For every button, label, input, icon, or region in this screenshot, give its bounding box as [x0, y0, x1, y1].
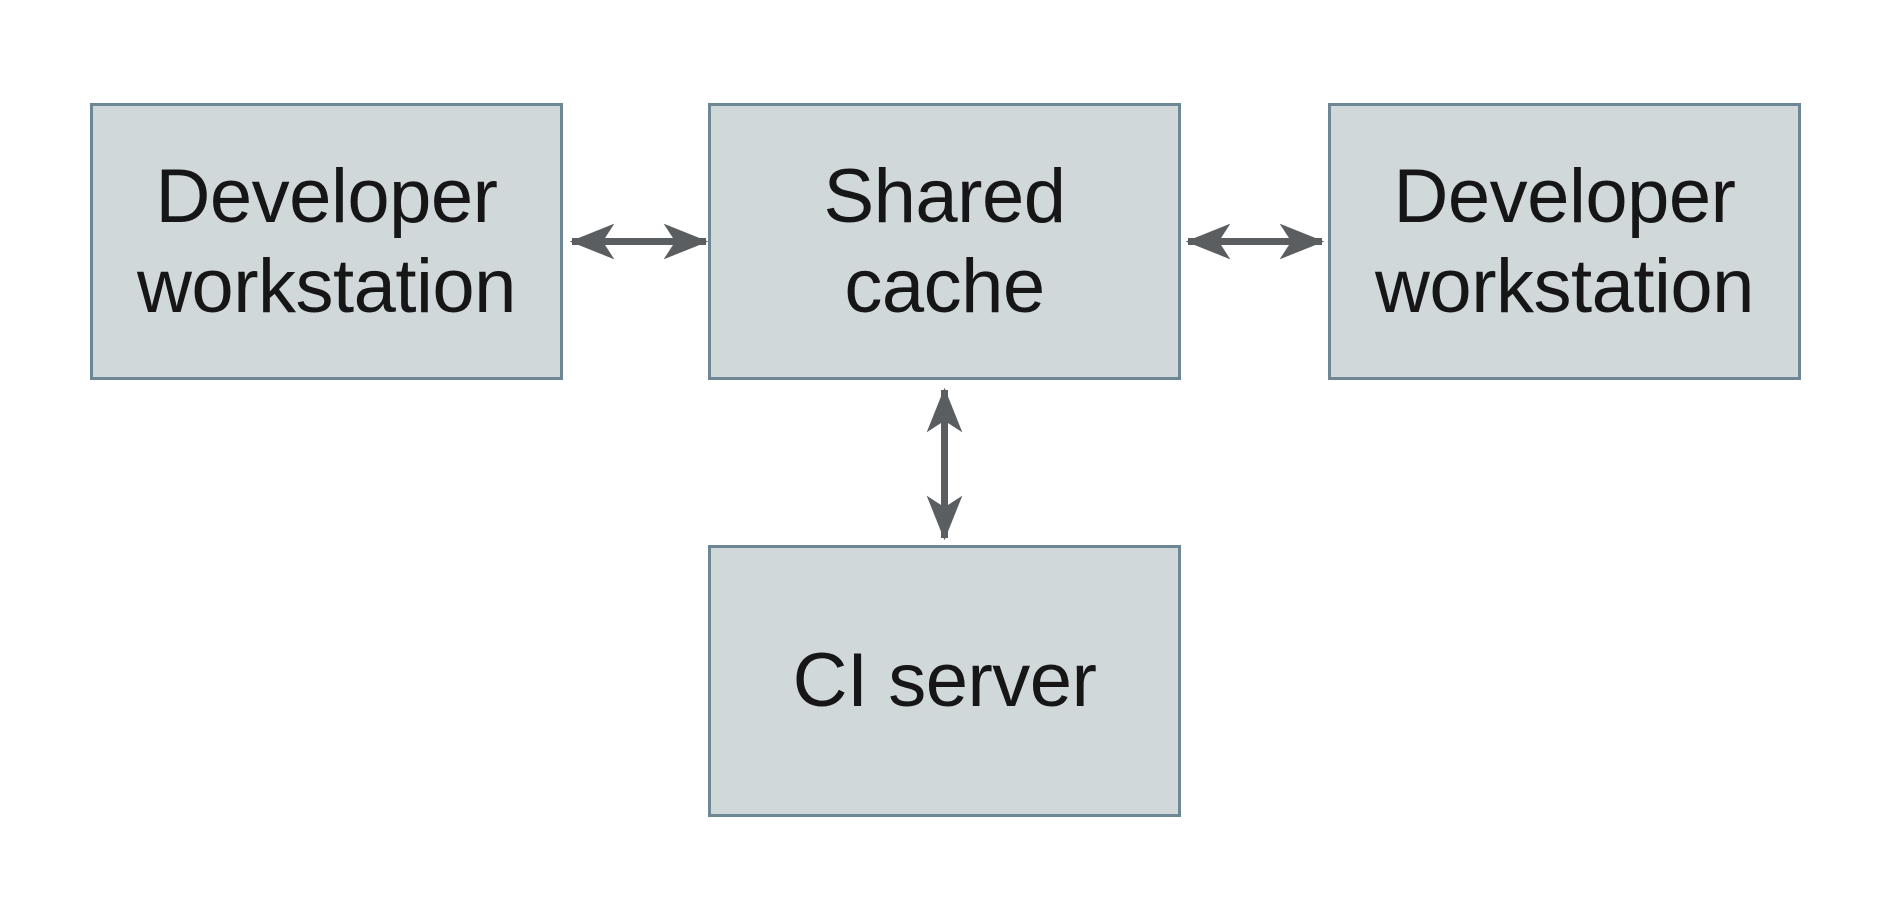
node-label: Developer workstation	[137, 153, 516, 329]
node-ci-server: CI server	[708, 545, 1181, 817]
node-developer-workstation-right: Developer workstation	[1328, 103, 1801, 380]
node-label: CI server	[792, 638, 1097, 724]
node-developer-workstation-left: Developer workstation	[90, 103, 563, 380]
node-label: Shared cache	[823, 153, 1066, 329]
node-label: Developer workstation	[1375, 153, 1754, 329]
node-shared-cache: Shared cache	[708, 103, 1181, 380]
